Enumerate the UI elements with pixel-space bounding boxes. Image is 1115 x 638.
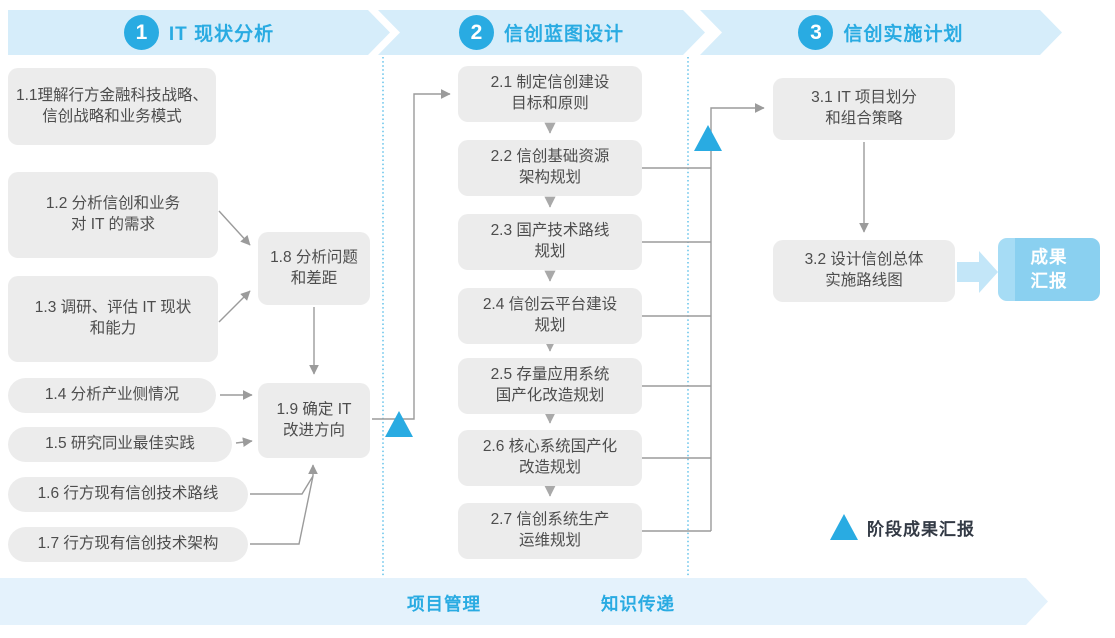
bottom-label-knowledge-transfer: 知识传递	[601, 594, 675, 614]
node-3-1: 3.1 IT 项目划分 和组合策略	[773, 78, 955, 140]
phase-1-title: IT 现状分析	[168, 24, 275, 45]
phase-3-number-badge: 3	[798, 15, 833, 50]
node-2-5: 2.5 存量应用系统 国产化改造规划	[458, 358, 642, 414]
result-fat-arrow	[957, 251, 998, 293]
node-1-4: 1.4 分析产业侧情况	[8, 378, 216, 413]
milestone-triangle-phase1	[385, 411, 413, 437]
phase-band-1: 1 IT 现状分析	[8, 10, 390, 55]
node-2-6: 2.6 核心系统国产化 改造规划	[458, 430, 642, 486]
legend-triangle-icon	[830, 514, 858, 540]
connector-1-6-to-1-9	[250, 475, 314, 495]
milestone-triangle-phase2	[694, 125, 722, 151]
phase-band-2: 2 信创蓝图设计	[378, 10, 705, 55]
node-3-2: 3.2 设计信创总体 实施路线图	[773, 240, 955, 302]
phase-2-number-badge: 2	[459, 15, 494, 50]
node-1-8: 1.8 分析问题 和差距	[258, 232, 370, 305]
bottom-label-project-management: 项目管理	[407, 594, 481, 614]
node-2-4: 2.4 信创云平台建设 规划	[458, 288, 642, 344]
node-1-5: 1.5 研究同业最佳实践	[8, 427, 232, 462]
legend-label: 阶段成果汇报	[867, 519, 975, 539]
node-1-7: 1.7 行方现有信创技术架构	[8, 527, 248, 562]
node-1-2: 1.2 分析信创和业务 对 IT 的需求	[8, 172, 218, 258]
phase-band-3: 3 信创实施计划	[700, 10, 1062, 55]
node-2-1: 2.1 制定信创建设 目标和原则	[458, 66, 642, 122]
bottom-support-band: 项目管理 知识传递	[0, 578, 1048, 625]
legend: 阶段成果汇报	[830, 514, 975, 540]
connector-1-9-to-2-1	[372, 89, 451, 420]
bus-branch-lines	[642, 167, 711, 532]
connector-1-2-to-1-8	[218, 210, 251, 246]
bus-to-3-1	[710, 103, 765, 531]
phase-1-number-badge: 1	[124, 15, 159, 50]
connector-1-3-to-1-8	[218, 290, 251, 323]
connector-1-7-to-1-9	[250, 475, 314, 545]
node-1-6: 1.6 行方现有信创技术路线	[8, 477, 248, 512]
phase-2-title: 信创蓝图设计	[503, 24, 624, 45]
connector-1-5-to-1-9	[235, 437, 253, 447]
node-2-2: 2.2 信创基础资源 架构规划	[458, 140, 642, 196]
node-1-3: 1.3 调研、评估 IT 现状 和能力	[8, 276, 218, 362]
phase-3-title: 信创实施计划	[843, 24, 964, 45]
node-1-9: 1.9 确定 IT 改进方向	[258, 383, 370, 458]
node-2-7: 2.7 信创系统生产 运维规划	[458, 503, 642, 559]
result-report-box: 成果 汇报	[998, 238, 1100, 301]
node-2-3: 2.3 国产技术路线 规划	[458, 214, 642, 270]
node-1-1: 1.1理解行方金融科技战略、 信创战略和业务模式	[8, 68, 216, 145]
